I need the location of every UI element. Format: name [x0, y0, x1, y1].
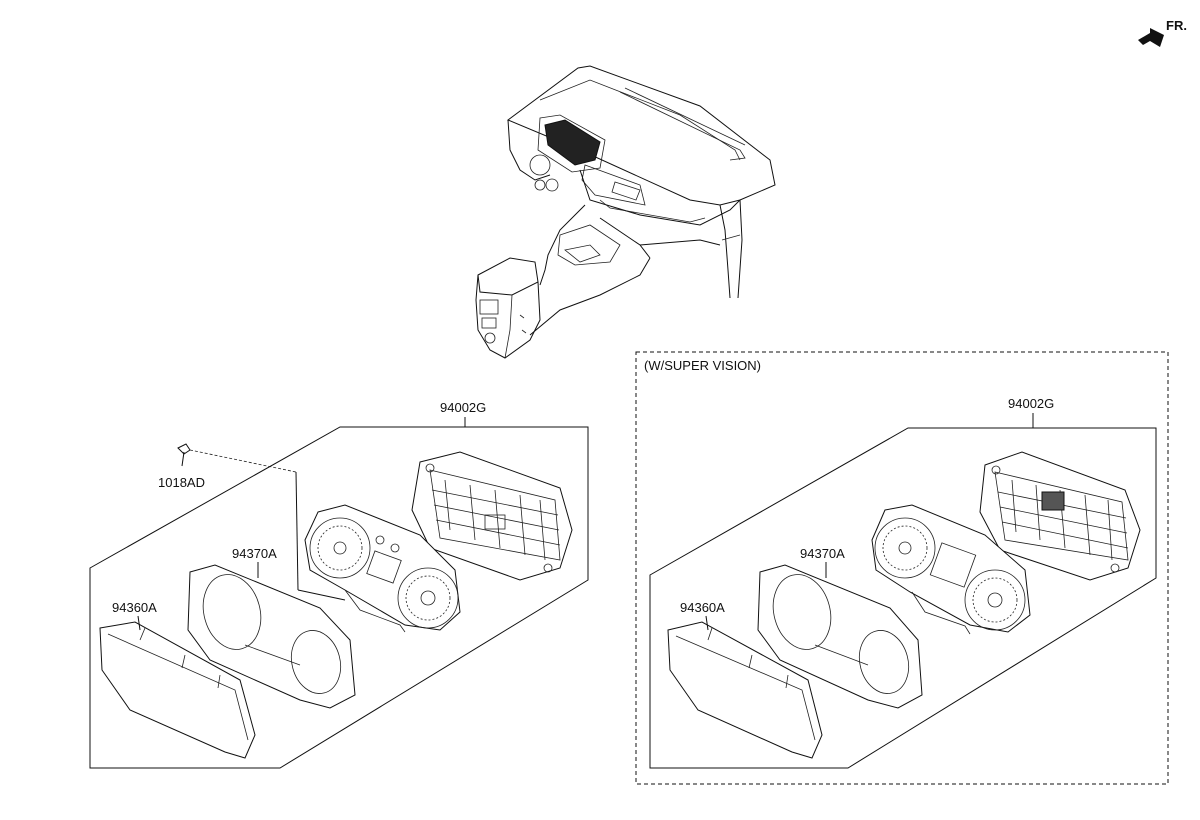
front-marker-label: FR.	[1166, 18, 1187, 33]
right-lens-label: 94360A	[680, 600, 725, 615]
front-arrow-icon	[1138, 28, 1164, 47]
left-glass-window: 94370A	[187, 546, 356, 709]
right-glass-window: 94370A	[757, 546, 923, 709]
variant-title: (W/SUPER VISION)	[644, 358, 761, 373]
right-glass-label: 94370A	[800, 546, 845, 561]
right-rear-case	[979, 451, 1141, 581]
left-screw: 1018AD	[158, 443, 346, 601]
left-group-outline	[89, 426, 589, 769]
left-gauge-face	[304, 504, 461, 633]
dashboard-illustration	[475, 65, 776, 359]
left-parts-group: 94002G 1018AD	[89, 400, 589, 769]
left-screw-label: 1018AD	[158, 475, 205, 490]
front-direction-marker: FR.	[1138, 18, 1187, 47]
right-group-outline	[649, 427, 1157, 769]
left-outer-lens: 94360A	[99, 600, 256, 759]
right-gauge-face	[871, 504, 1031, 635]
left-rear-case	[411, 451, 573, 581]
variant-dashed-border	[635, 351, 1169, 785]
left-lens-label: 94360A	[112, 600, 157, 615]
right-assembly-label: 94002G	[1008, 396, 1054, 411]
left-glass-label: 94370A	[232, 546, 277, 561]
super-vision-variant-box: (W/SUPER VISION) 94002G	[635, 351, 1169, 785]
super-vision-display-board	[1041, 491, 1065, 511]
right-outer-lens: 94360A	[667, 600, 823, 759]
left-assembly-label: 94002G	[440, 400, 486, 415]
cluster-location-highlight	[544, 119, 601, 166]
